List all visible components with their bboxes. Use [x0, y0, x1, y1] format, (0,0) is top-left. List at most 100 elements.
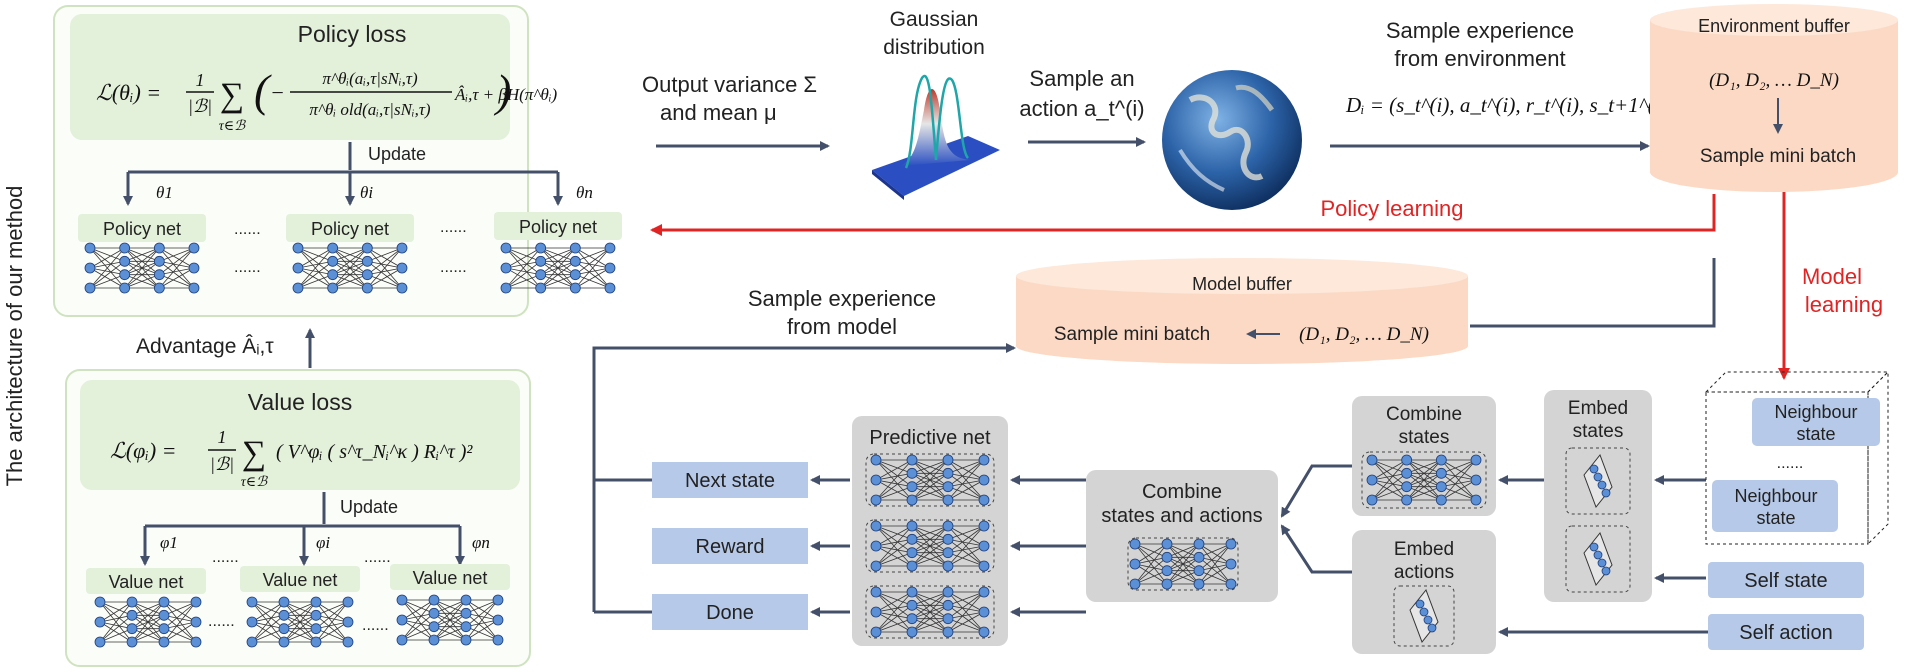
- policy-panel: Policy loss ℒ(θᵢ) = 1 |ℬ| ∑ τ∈ℬ ( − π^θᵢ…: [53, 5, 622, 317]
- value-param-1: φ1: [160, 533, 178, 552]
- combine-sa-net-icon: [1129, 538, 1237, 590]
- value-param-n: φn: [472, 533, 490, 552]
- policy-update-label: Update: [368, 144, 426, 164]
- policy-param-1: θ1: [156, 183, 173, 202]
- policy-net-icon: [292, 242, 408, 294]
- policy-formula-den: π^θᵢ old(aᵢ,τ|sNᵢ,τ): [309, 100, 431, 119]
- environment-buffer: Environment buffer (D₁, D₂, … D_N) Sampl…: [1650, 4, 1898, 192]
- embed-actions-label-1: Embed: [1394, 539, 1454, 560]
- gaussian-label-1: Gaussian: [890, 8, 979, 31]
- combine-states: Combine states: [1352, 396, 1496, 516]
- policy-net-label-3: Policy net: [519, 217, 597, 237]
- value-net-icon: [246, 596, 354, 648]
- policy-learning-label: Policy learning: [1320, 196, 1463, 221]
- self-state-box: [1708, 562, 1864, 598]
- model-learning-label-2: learning: [1805, 292, 1883, 317]
- self-action-box: [1708, 614, 1864, 650]
- value-net-icon: [396, 594, 504, 646]
- env-buffer-sample: Sample mini batch: [1700, 146, 1856, 167]
- combine-sa-label-1: Combine: [1142, 481, 1222, 503]
- policy-net-icon: [84, 242, 200, 294]
- side-label: The architecture of our method: [2, 186, 27, 487]
- svg-text:): ): [493, 65, 511, 116]
- embed-states-label-2: states: [1573, 421, 1624, 442]
- self-action-label: Self action: [1739, 622, 1832, 644]
- sample-action-label-1: Sample an: [1029, 66, 1134, 91]
- value-loss-title: Value loss: [248, 389, 352, 415]
- embed-actions-icon: [1409, 589, 1439, 643]
- output-label-1: Output variance Σ: [642, 72, 817, 97]
- policy-net-label-2: Policy net: [311, 219, 389, 239]
- combine-sa-label-2: states and actions: [1101, 505, 1262, 527]
- svg-text:(: (: [254, 65, 272, 116]
- policy-formula-lhs: ℒ(θᵢ) =: [96, 80, 161, 105]
- neighbour-cube: Neighbour state ...... Neighbour state: [1704, 370, 1890, 546]
- policy-formula-frac1-den: |ℬ|: [188, 96, 212, 116]
- sample-action-label-2: action a_t^(i): [1019, 96, 1144, 121]
- next-state-box: [652, 462, 808, 498]
- reward-label: Reward: [696, 536, 765, 558]
- neighbour-state-1-l2: state: [1796, 424, 1835, 444]
- policy-formula-num: π^θᵢ(aᵢ,τ|sNᵢ,τ): [322, 69, 418, 88]
- model-buffer-sample: Sample mini batch: [1054, 324, 1210, 345]
- embed-states-icon: [1583, 532, 1613, 586]
- value-net-icon: [94, 596, 202, 648]
- embed-states-icon: [1583, 454, 1613, 508]
- sample-env-label-2: from environment: [1394, 46, 1565, 71]
- sample-model-label-2: from model: [787, 314, 897, 339]
- model-buffer-content: (D₁, D₂, … D_N): [1299, 324, 1429, 345]
- neighbour-state-2-l2: state: [1756, 508, 1795, 528]
- policy-dots-4: ......: [440, 259, 467, 276]
- env-buffer-title: Environment buffer: [1698, 16, 1850, 36]
- value-dots-3: ......: [208, 613, 235, 630]
- value-loss-box: [80, 380, 520, 490]
- predictive-net-label: Predictive net: [869, 427, 991, 449]
- neighbour-dots: ......: [1777, 455, 1804, 472]
- svg-text:τ∈ℬ: τ∈ℬ: [241, 475, 268, 490]
- svg-text:1: 1: [218, 427, 227, 447]
- policy-formula-sum: ∑: [220, 77, 244, 114]
- policy-param-i: θi: [360, 183, 373, 202]
- value-formula-body: ( V^φᵢ ( s^τ_Nᵢ^κ ) Rᵢ^τ )²: [276, 441, 473, 463]
- value-param-i: φi: [316, 533, 330, 552]
- policy-dots-2: ......: [440, 219, 467, 236]
- policy-formula-frac1: 1: [196, 70, 205, 90]
- combine-states-actions: Combine states and actions: [1086, 470, 1278, 602]
- env-buffer-content: (D₁, D₂, … D_N): [1709, 70, 1839, 91]
- value-net-label-3: Value net: [413, 568, 488, 588]
- policy-formula-rest: Âᵢ,τ + βH(π^θᵢ): [454, 85, 558, 104]
- sample-model-label-1: Sample experience: [748, 286, 936, 311]
- di-formula: Dᵢ = (s_t^(i), a_t^(i), r_t^(i), s_t+1^(…: [1345, 93, 1683, 117]
- policy-dots-1: ......: [234, 221, 261, 238]
- policy-learning-arrow: [650, 194, 1716, 236]
- policy-dots-3: ......: [234, 259, 261, 276]
- sample-env-label-1: Sample experience: [1386, 18, 1574, 43]
- value-dots-4: ......: [362, 617, 389, 634]
- next-state-label: Next state: [685, 470, 775, 492]
- neighbour-state-2-l1: Neighbour: [1734, 486, 1817, 506]
- model-buffer: Model buffer Sample mini batch (D₁, D₂, …: [1016, 258, 1468, 364]
- earth-icon: [1162, 70, 1302, 210]
- combine-states-label-2: states: [1399, 427, 1450, 448]
- reward-box: [652, 528, 808, 564]
- value-net-label-1: Value net: [109, 572, 184, 592]
- policy-loss-box: [70, 14, 510, 140]
- svg-text:∑: ∑: [242, 435, 266, 472]
- neighbour-state-box-2: [1712, 480, 1838, 532]
- done-box: [652, 594, 808, 630]
- model-buffer-title: Model buffer: [1192, 274, 1292, 294]
- policy-loss-title: Policy loss: [298, 21, 407, 47]
- value-update-label: Update: [340, 497, 398, 517]
- gaussian-icon: [872, 74, 1000, 200]
- embed-states-label-1: Embed: [1568, 398, 1628, 419]
- policy-formula-sum-sub: τ∈ℬ: [219, 119, 246, 134]
- predictive-net-icon: [870, 586, 990, 638]
- self-state-label: Self state: [1744, 570, 1827, 592]
- combine-states-net-icon: [1366, 454, 1482, 506]
- value-panel: Value loss ℒ(φᵢ) = 1 |ℬ| ∑ τ∈ℬ ( V^φᵢ ( …: [65, 369, 531, 667]
- policy-net-label-1: Policy net: [103, 219, 181, 239]
- value-net-label-2: Value net: [263, 570, 338, 590]
- value-dots-2: ......: [364, 549, 391, 566]
- gaussian-label-2: distribution: [883, 36, 985, 59]
